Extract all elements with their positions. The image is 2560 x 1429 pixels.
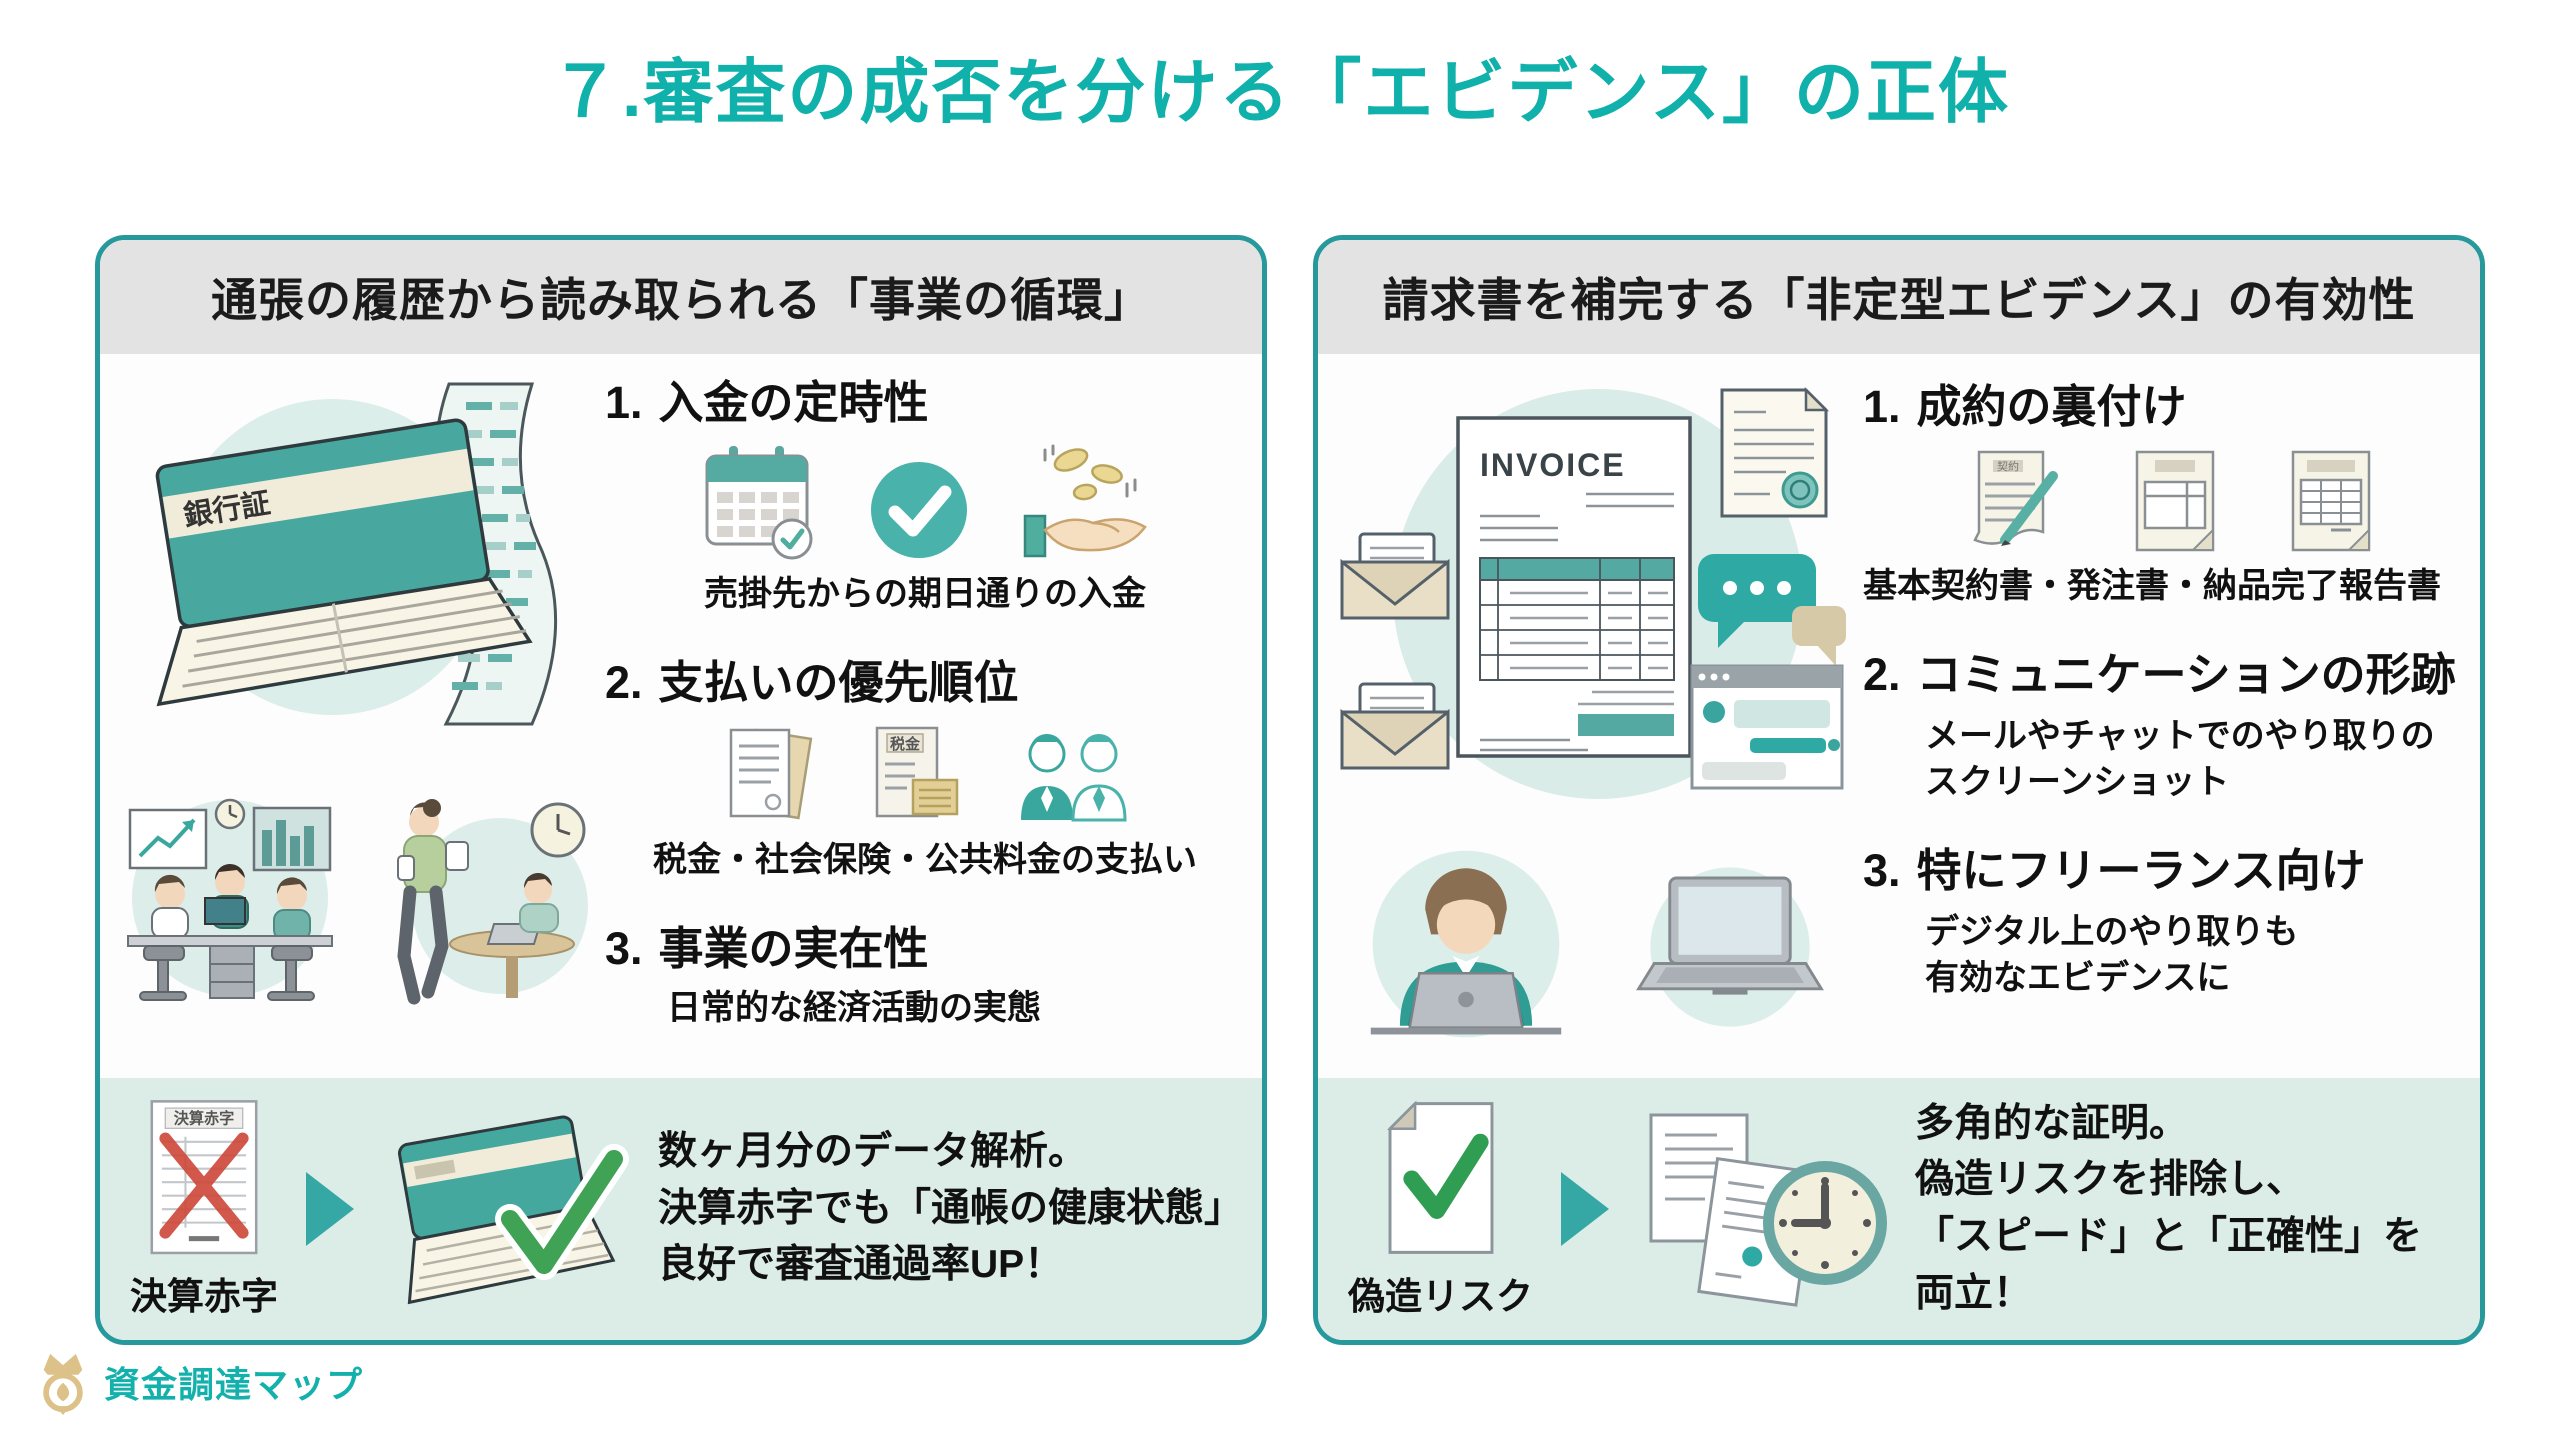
- deficit-doc-title: 決算赤字: [174, 1109, 235, 1127]
- freelancer-illustration: [1363, 832, 1833, 1062]
- office-walking-illustration: [397, 799, 588, 1005]
- forgery-label: 偽造リスク: [1348, 1276, 1533, 1317]
- left-footer-text: 数ヶ月分のデータ解析。 決算赤字でも「通帳の健康状態」 良好で審査通過率UP！: [658, 1124, 1244, 1294]
- tax-doc-label: 税金: [890, 735, 921, 753]
- item-number: 1.: [605, 377, 643, 428]
- right-panel-header: 請求書を補完する「非定型エビデンス」の有効性: [1318, 240, 2480, 354]
- contract-pen-icon: 契約: [1965, 448, 2065, 554]
- envelope-icon: [1340, 532, 1450, 620]
- item-caption-line: メールやチャットでのやり取りの: [1925, 716, 2435, 755]
- contract-doc-label: 契約: [1997, 459, 2019, 473]
- item-caption: 税金・社会保険・公共料金の支払い: [653, 840, 1197, 879]
- panels-container: 通張の履歴から読み取られる「事業の循環」: [95, 235, 2485, 1345]
- item-caption-line: デジタル上のやり取りも: [1925, 912, 2299, 951]
- check-circle-icon: [867, 458, 971, 562]
- purchase-order-icon: [2129, 448, 2221, 554]
- right-items: 1. 成約の裏付け 契約: [1863, 380, 2478, 1039]
- arrow-right-icon: [1559, 1170, 1611, 1248]
- crown-pin-logo-icon: [34, 1349, 92, 1415]
- item-number: 2.: [1863, 648, 1901, 700]
- left-panel-header: 通張の履歴から読み取られる「事業の循環」: [100, 240, 1262, 354]
- hand-coins-icon: [1023, 444, 1151, 562]
- footer-line: 偽造リスクを排除し、: [1915, 1158, 2306, 1202]
- left-items: 1. 入金の定時性: [605, 376, 1245, 1070]
- passbook-illustration: 銀行証: [114, 372, 589, 727]
- left-item-3: 3. 事業の実在性 日常的な経済活動の実態: [605, 922, 1245, 1032]
- item-caption: 日常的な経済活動の実態: [667, 988, 1041, 1027]
- left-panel-body: 銀行証: [100, 354, 1262, 1078]
- deficit-document-icon: 決算赤字: [145, 1098, 263, 1258]
- item-title-text: 事業の実在性: [658, 922, 929, 974]
- office-scenes-illustration: [110, 786, 596, 1021]
- right-footer-text: 多角的な証明。 偽造リスクを排除し、 「スピード」と「正確性」を両立！: [1915, 1096, 2450, 1322]
- right-panel-body: INVOICE: [1318, 354, 2480, 1078]
- deficit-label: 決算赤字: [130, 1276, 278, 1317]
- footer-line: 数ヶ月分のデータ解析。: [658, 1130, 1088, 1174]
- item-title-text: 入金の定時性: [658, 377, 929, 428]
- verified-document-icon: [1380, 1098, 1502, 1258]
- footer-line: 決算赤字でも「通帳の健康状態」: [658, 1186, 1244, 1230]
- forgery-doc-block: 偽造リスク: [1348, 1098, 1533, 1320]
- office-meeting-illustration: [127, 798, 333, 1001]
- documents-stack-icon: [721, 724, 817, 828]
- laptop-illustration: [1636, 867, 1824, 1027]
- passbook-check-icon: [382, 1107, 632, 1312]
- browser-window-icon: [1690, 664, 1844, 790]
- left-panel-footer: 決算赤字 決算赤字: [100, 1078, 1262, 1340]
- chat-bubbles-icon: [1698, 554, 1846, 666]
- arrow-right-icon: [304, 1170, 356, 1248]
- item-number: 3.: [1863, 844, 1901, 896]
- item-title-text: 成約の裏付け: [1916, 381, 2187, 432]
- item-number: 1.: [1863, 381, 1901, 432]
- right-item-1: 1. 成約の裏付け 契約: [1863, 380, 2478, 610]
- logo-text: 資金調達マップ: [104, 1364, 364, 1405]
- item-number: 3.: [605, 922, 643, 974]
- item-caption-line: 有効なエビデンスに: [1925, 958, 2231, 997]
- deficit-doc-block: 決算赤字 決算赤字: [130, 1098, 278, 1320]
- documents-clock-icon: [1637, 1107, 1889, 1312]
- person-at-laptop-illustration: [1370, 850, 1562, 1038]
- footer-line: 良好で審査通過率UP！: [658, 1243, 1064, 1287]
- envelope-icon: [1340, 682, 1450, 770]
- site-logo: 資金調達マップ: [34, 1349, 363, 1415]
- invoice-illustration: INVOICE: [1330, 366, 1855, 821]
- item-title-text: コミュニケーションの形跡: [1916, 648, 2456, 700]
- two-people-icon: [1017, 728, 1129, 828]
- right-panel-footer: 偽造リスク: [1318, 1078, 2480, 1340]
- right-item-2: 2. コミュニケーションの形跡 メールやチャットでのやり取りの スクリーンショッ…: [1863, 648, 2478, 806]
- delivery-report-icon: [2285, 448, 2377, 554]
- sealed-document-icon: [1720, 386, 1830, 518]
- footer-line: 「スピード」と「正確性」を両立！: [1915, 1215, 2423, 1315]
- invoice-title: INVOICE: [1480, 447, 1626, 483]
- right-panel: 請求書を補完する「非定型エビデンス」の有効性: [1313, 235, 2485, 1345]
- item-caption: 売掛先からの期日通りの入金: [704, 575, 1146, 613]
- item-title-text: 特にフリーランス向け: [1916, 844, 2366, 896]
- item-caption-line: スクリーンショット: [1925, 762, 2230, 801]
- item-number: 2.: [605, 656, 643, 708]
- left-panel: 通張の履歴から読み取られる「事業の循環」: [95, 235, 1267, 1345]
- tax-document-icon: 税金: [869, 724, 965, 828]
- item-caption: 基本契約書・発注書・納品完了報告書: [1863, 567, 2441, 605]
- left-item-1: 1. 入金の定時性: [605, 376, 1245, 618]
- invoice-document: INVOICE: [1456, 416, 1692, 758]
- calendar-check-icon: [699, 444, 815, 562]
- footer-line: 多角的な証明。: [1915, 1101, 2189, 1145]
- right-item-3: 3. 特にフリーランス向け デジタル上のやり取りも 有効なエビデンスに: [1863, 844, 2478, 1002]
- page-title: ７.審査の成否を分ける「エビデンス」の正体: [549, 53, 2011, 131]
- item-title-text: 支払いの優先順位: [658, 656, 1019, 708]
- left-item-2: 2. 支払いの優先順位: [605, 656, 1245, 884]
